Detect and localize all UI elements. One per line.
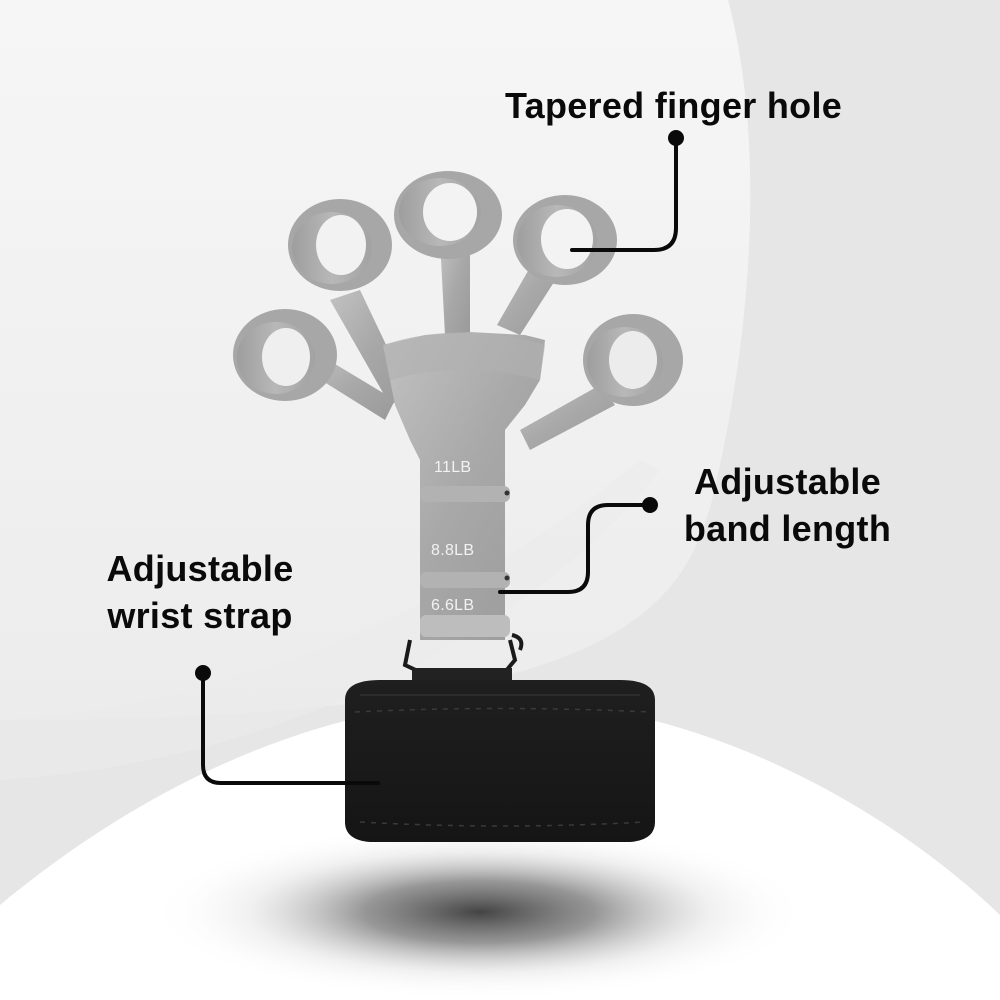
callout-wrist-strap: Adjustable wrist strap [100, 545, 300, 639]
callout-band-length-line1: Adjustable [693, 461, 882, 502]
finger-ring-middle [394, 171, 502, 259]
resistance-label-8-8lb: 8.8LB [431, 542, 475, 559]
resistance-label-6-6lb: 6.6LB [431, 597, 475, 614]
callout-wrist-strap-line1: Adjustable [106, 548, 294, 589]
callout-wrist-strap-line2: wrist strap [107, 595, 293, 636]
callout-lines [201, 138, 678, 785]
callout-band-length: Adjustable band length [680, 458, 895, 552]
callout-dot-band-length [642, 497, 658, 513]
callout-line-band-length [498, 503, 650, 594]
callout-dot-finger-hole [668, 130, 684, 146]
product-shadow [150, 824, 810, 1000]
finger-ring-index [513, 195, 617, 285]
callout-dot-wrist-strap [195, 665, 211, 681]
callout-line-wrist-strap [201, 673, 380, 785]
callout-band-length-line2: band length [683, 508, 892, 549]
callout-line-finger-hole [570, 138, 678, 252]
callout-finger-hole: Tapered finger hole [505, 82, 842, 129]
resistance-label-11lb: 11LB [434, 459, 472, 476]
finger-rings [233, 171, 683, 406]
finger-ring-thumb [583, 314, 683, 406]
wrist-strap-graphic [345, 680, 655, 842]
callout-finger-hole-line1: Tapered finger hole [505, 85, 843, 126]
finger-ring-pinky [233, 309, 337, 401]
callout-dots [195, 130, 684, 681]
finger-ring-ring [288, 199, 392, 291]
band-ridges [420, 486, 510, 637]
